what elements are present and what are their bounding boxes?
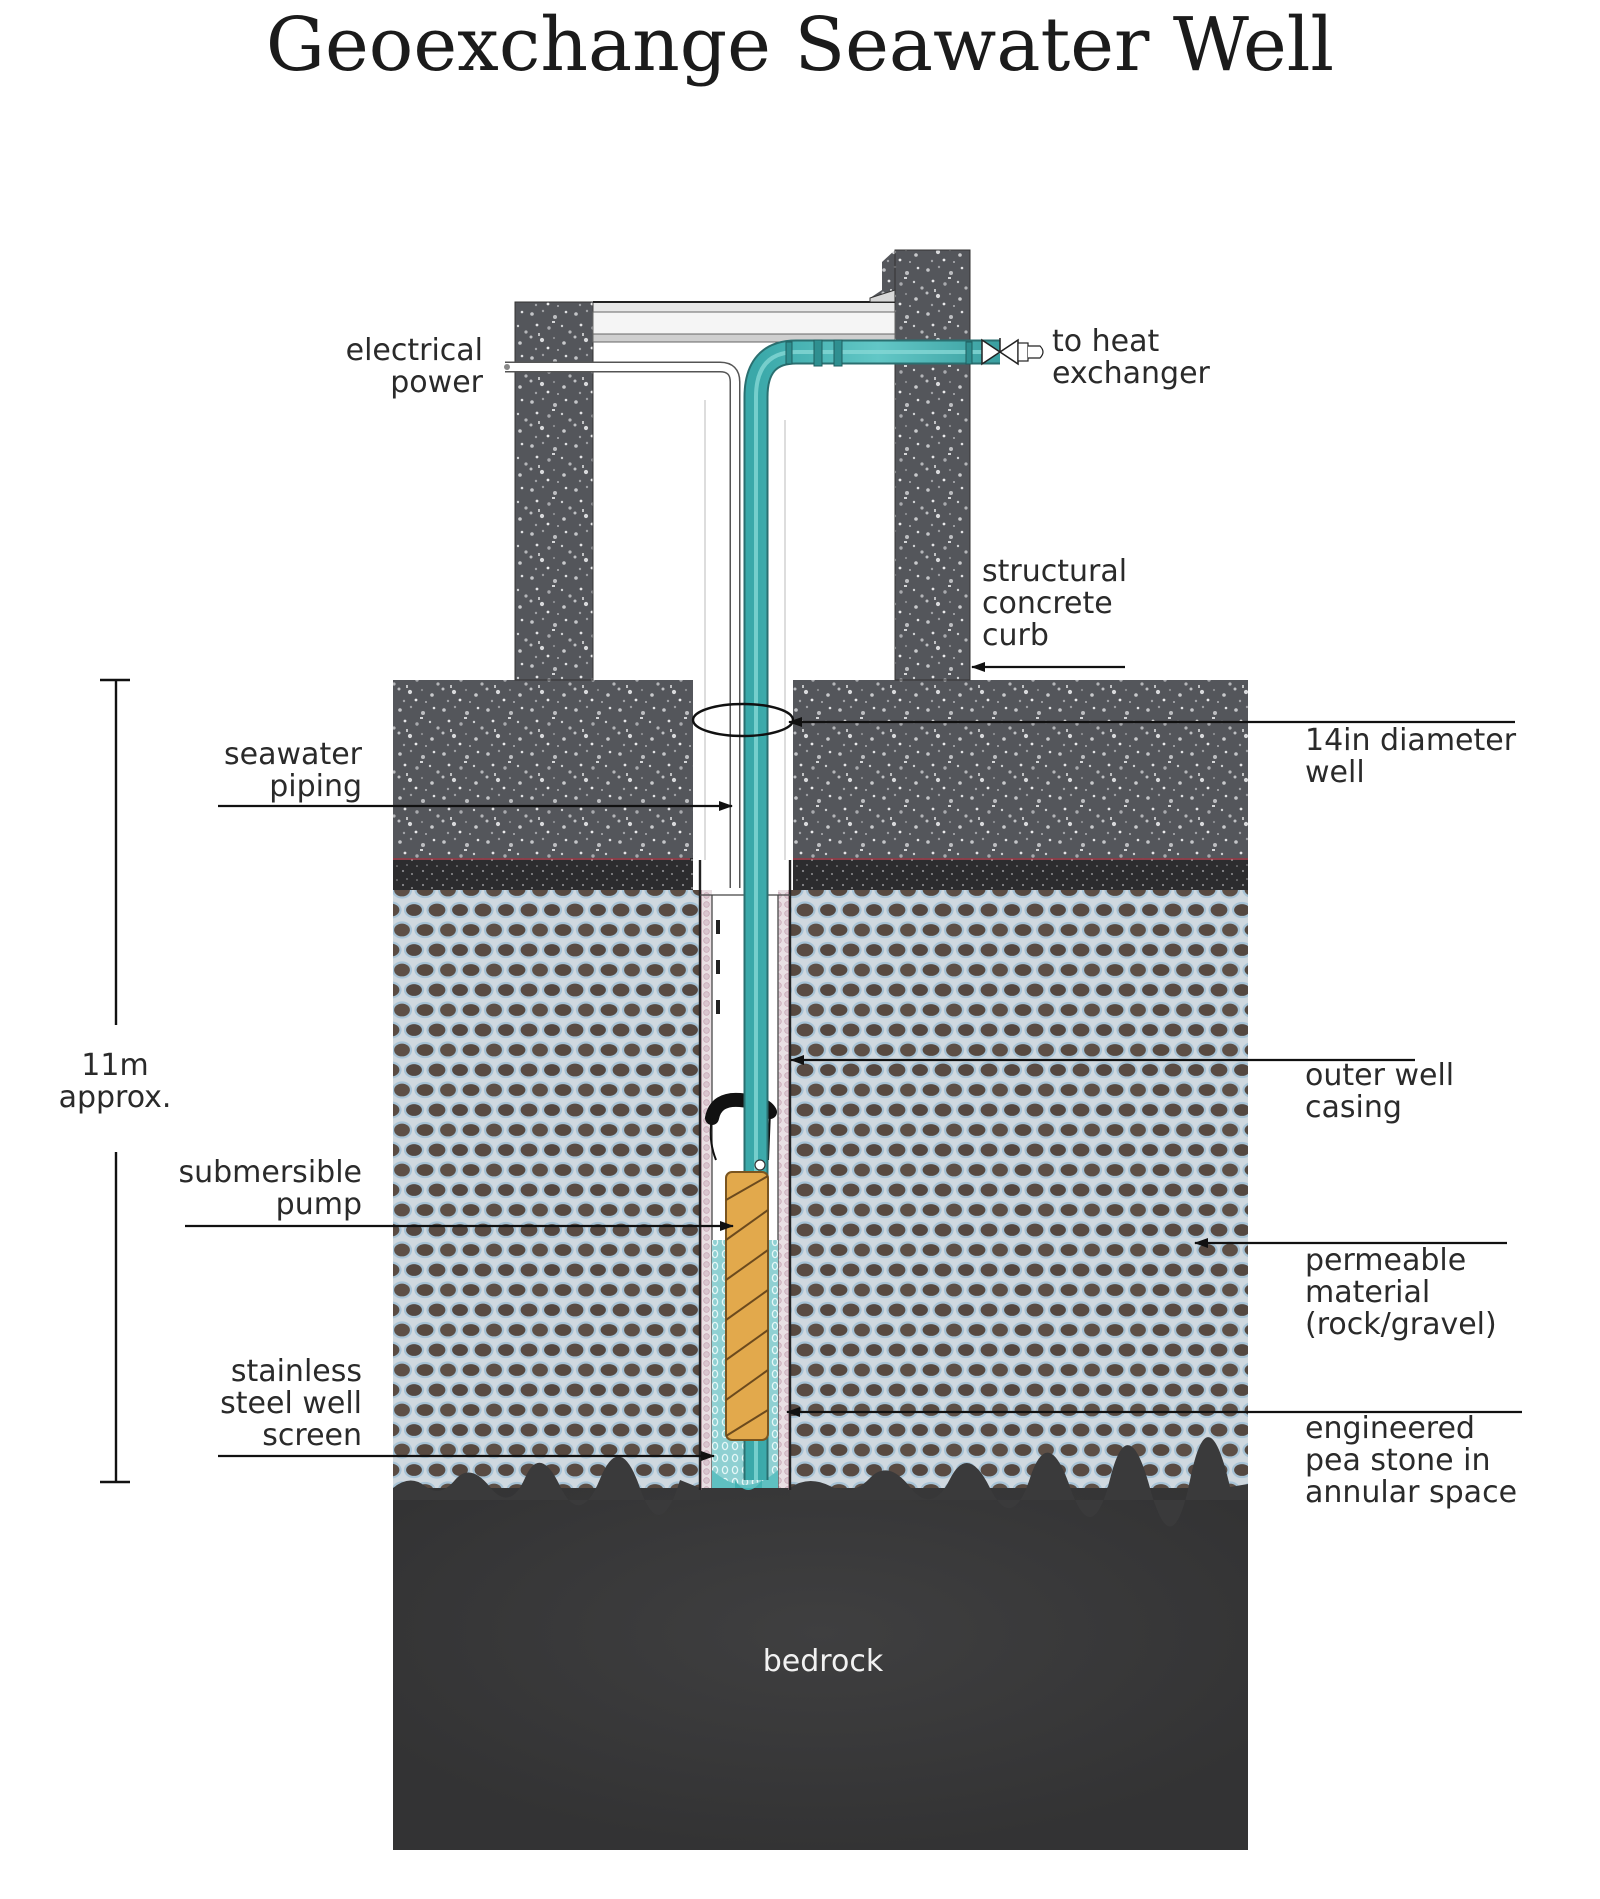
label-submersible-pump: submersible pump [178,1155,362,1222]
label-engineered-pea-stone: engineered pea stone in annular space [1305,1411,1518,1510]
leader-lines [185,662,1522,1461]
structural-concrete-curb [514,249,971,681]
label-bedrock: bedrock [762,1644,884,1679]
label-seawater-piping: seawater piping [224,737,362,804]
label-14in-diameter-well: 14in diameter well [1305,723,1517,790]
label-outer-well-casing: outer well casing [1305,1058,1455,1125]
concrete-slab [393,680,1248,890]
submersible-pump [725,1159,769,1441]
depth-dimension [100,678,130,1484]
label-to-heat-exchanger: to heat exchanger [1052,324,1210,391]
diagram-title: Geoexchange Seawater Well [265,2,1335,88]
seawater-pipe [743,338,1044,1480]
bedrock-layer [393,1488,1248,1850]
label-stainless-steel-well-screen: stainless steel well screen [220,1354,362,1453]
permeable-material-layer [393,890,1248,1527]
electrical-conduit [504,361,741,888]
label-permeable-material: permeable material (rock/gravel) [1305,1243,1497,1342]
label-structural-concrete-curb: structural concrete curb [982,554,1128,653]
label-electrical-power: electrical power [345,333,483,400]
label-depth: 11m approx. [58,1048,172,1115]
